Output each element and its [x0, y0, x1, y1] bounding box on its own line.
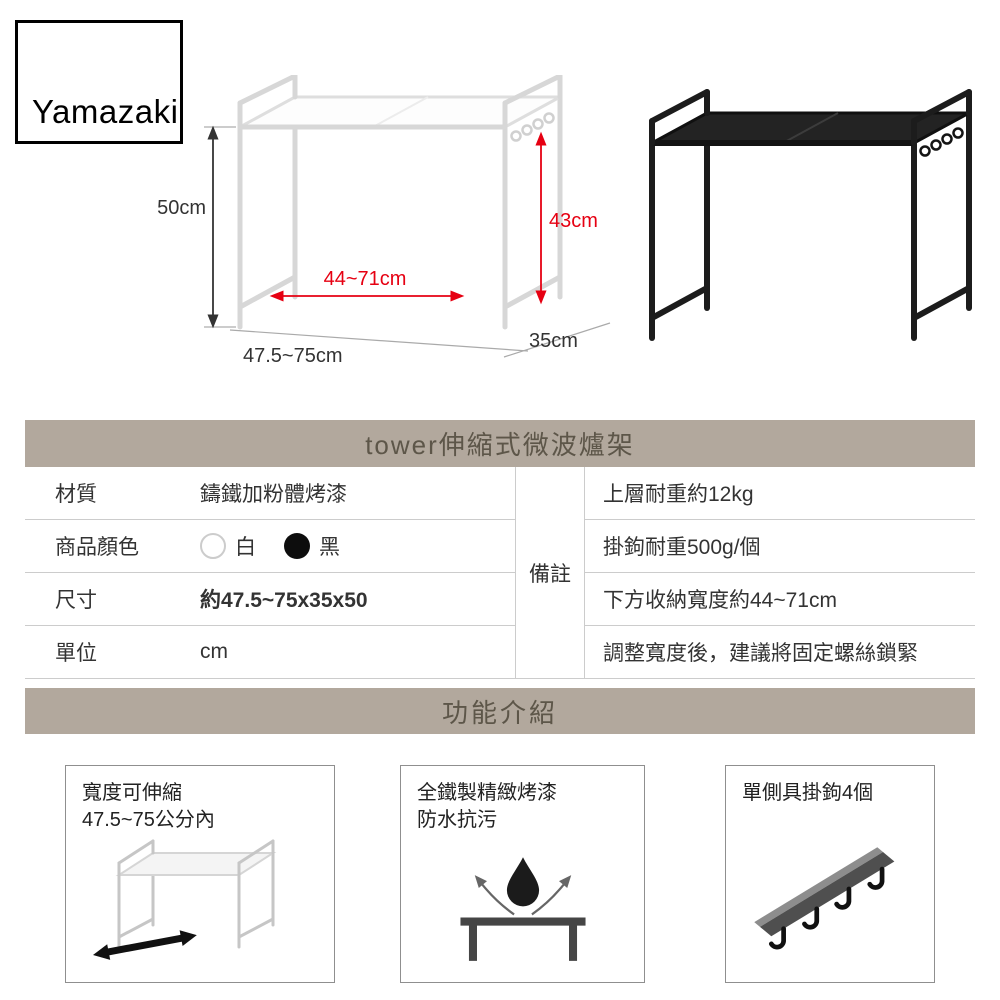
side-hooks-icon	[754, 846, 895, 949]
dimension-depth: 35cm	[529, 330, 578, 352]
black-rack-hooks-icon	[919, 127, 964, 157]
feature-title-hooks: 單側具掛鉤4個	[742, 782, 874, 804]
spec-value-color: 白 黑	[175, 520, 515, 573]
spec-label-material: 材質	[25, 467, 175, 520]
spec-table-title: tower伸縮式微波爐架	[25, 420, 975, 467]
spec-note-label: 備註	[515, 467, 585, 679]
white-rack-illustration	[237, 75, 563, 330]
features-section-title: 功能介紹	[25, 688, 975, 734]
brand-logo-text: Yamazaki	[32, 93, 179, 130]
dimension-inner-width: 44~71cm	[323, 268, 407, 290]
black-rack-illustration	[649, 89, 972, 341]
spec-note-1: 上層耐重約12kg	[585, 467, 975, 520]
spec-note-3: 下方收納寬度約44~71cm	[585, 573, 975, 626]
spec-value-material: 鑄鐵加粉體烤漆	[175, 467, 515, 520]
black-color-swatch-icon	[284, 533, 310, 559]
feature-title-paint: 全鐵製精緻烤漆 防水抗污	[417, 782, 557, 831]
feature-card-extendable-width: 寬度可伸縮 47.5~75公分內	[65, 765, 335, 983]
spec-value-unit: cm	[175, 626, 515, 679]
spec-note-4: 調整寬度後，建議將固定螺絲鎖緊	[585, 626, 975, 679]
white-rack-hooks-icon	[510, 112, 555, 142]
feature-card-paint: 全鐵製精緻烤漆 防水抗污	[400, 765, 645, 983]
black-color-label: 黑	[319, 536, 340, 559]
brand-logo: Yamazaki	[15, 20, 183, 144]
extend-arrow-icon	[93, 930, 197, 960]
spec-label-color: 商品顏色	[25, 520, 175, 573]
spec-value-size: 約47.5~75x35x50	[175, 573, 515, 626]
spec-label-size: 尺寸	[25, 573, 175, 626]
dimension-inner-height: 43cm	[549, 210, 598, 232]
mini-rack-extend-icon	[93, 839, 277, 960]
water-repellent-icon	[459, 857, 586, 961]
spec-label-unit: 單位	[25, 626, 175, 679]
dimension-outer-width: 47.5~75cm	[243, 345, 343, 367]
spec-table: tower伸縮式微波爐架 材質 鑄鐵加粉體烤漆 商品顏色 白 黑 尺寸 約47.…	[25, 420, 975, 679]
dimension-lines	[204, 125, 611, 358]
white-color-label: 白	[235, 536, 256, 559]
spec-table-grid: 材質 鑄鐵加粉體烤漆 商品顏色 白 黑 尺寸 約47.5~75x35x50 單位…	[25, 467, 975, 679]
dimension-outer-height: 50cm	[157, 197, 206, 219]
white-color-swatch-icon	[200, 533, 226, 559]
feature-title-extendable-width: 寬度可伸縮 47.5~75公分內	[82, 782, 215, 831]
feature-card-hooks: 單側具掛鉤4個	[725, 765, 935, 983]
spec-note-2: 掛鉤耐重500g/個	[585, 520, 975, 573]
